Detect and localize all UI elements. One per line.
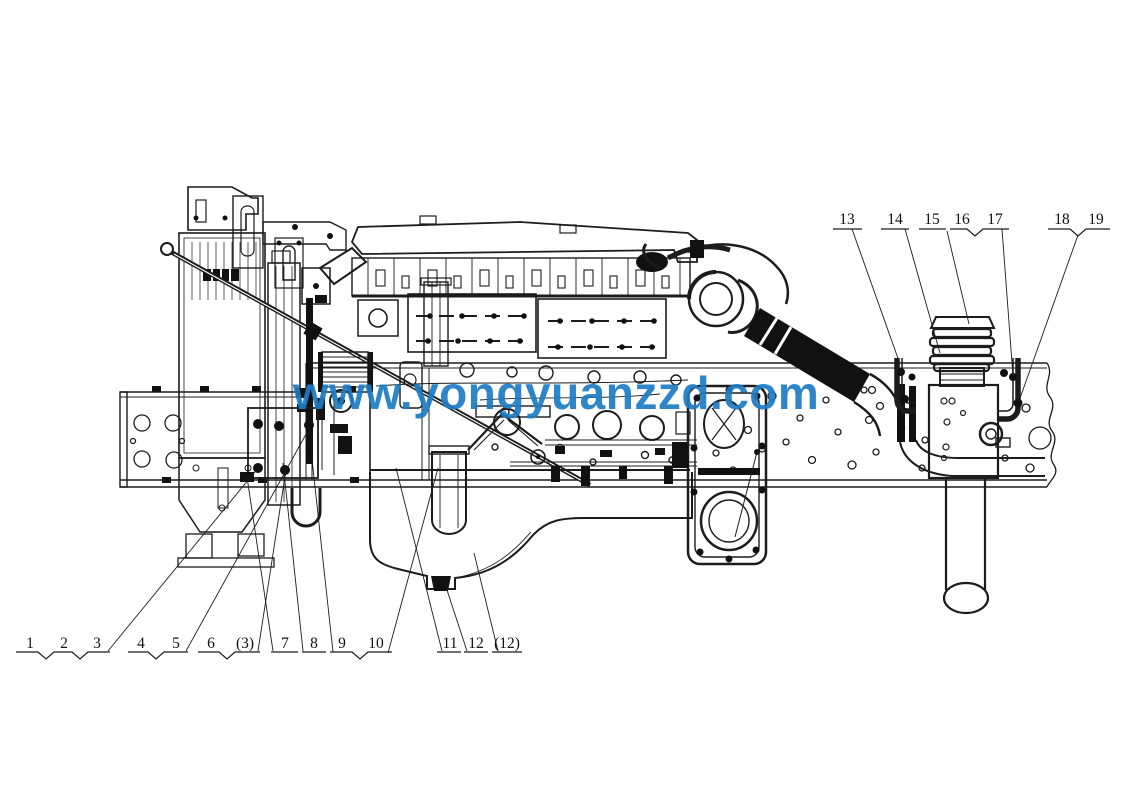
u-bolt-clamps: [894, 358, 1023, 422]
callout-label-3: 3: [93, 635, 101, 652]
callout-label-4: 4: [137, 635, 145, 652]
callout-label-12: 12: [468, 635, 484, 652]
callout-label-15: 15: [924, 211, 940, 228]
callout-label-17: 17: [987, 211, 1003, 228]
intake-bellows: [928, 316, 996, 373]
callout-label-12b: (12): [494, 635, 520, 652]
turbocharger: [636, 240, 790, 334]
callout-label-6: 6: [207, 635, 215, 652]
callout-label-10: 10: [368, 635, 384, 652]
leader-lines: [107, 228, 1079, 654]
mount-plate-bolts: [253, 419, 314, 475]
air-cleaner-assembly: [894, 316, 1023, 615]
callout-label-3b: (3): [236, 635, 254, 652]
callout-label-16: 16: [954, 211, 970, 228]
upper-bracket-arm: [262, 221, 347, 251]
frame-break-line: [1046, 362, 1057, 488]
callout-label-9: 9: [338, 635, 346, 652]
callout-label-11: 11: [443, 635, 458, 652]
engine-assembly: [240, 215, 790, 591]
callout-label-14: 14: [887, 211, 903, 228]
watermark-text: www.yongyuanzzd.com: [292, 367, 820, 419]
callout-label-18: 18: [1054, 211, 1070, 228]
callout-label-8: 8: [310, 635, 318, 652]
starter-motor: [428, 445, 470, 535]
callout-labels-bottom: 1 2 3 4 5 6 (3) 7 8 9 10 11 12 (12): [26, 635, 520, 652]
callout-label-2: 2: [60, 635, 68, 652]
oil-pan: [369, 472, 693, 591]
callout-label-5: 5: [172, 635, 180, 652]
callout-label-7: 7: [281, 635, 289, 652]
callout-labels-top: 13 14 15 16 17 18 19: [839, 211, 1104, 228]
callout-label-19: 19: [1088, 211, 1104, 228]
intake-down-tube: [942, 478, 990, 615]
oil-drain-plug: [431, 576, 451, 591]
callout-label-13: 13: [839, 211, 855, 228]
flywheel-housing: [672, 384, 768, 566]
callout-label-1: 1: [26, 635, 34, 652]
hose-loop: [290, 488, 322, 528]
bellows-cap: [929, 316, 996, 329]
callout-underlines: [16, 228, 1110, 660]
